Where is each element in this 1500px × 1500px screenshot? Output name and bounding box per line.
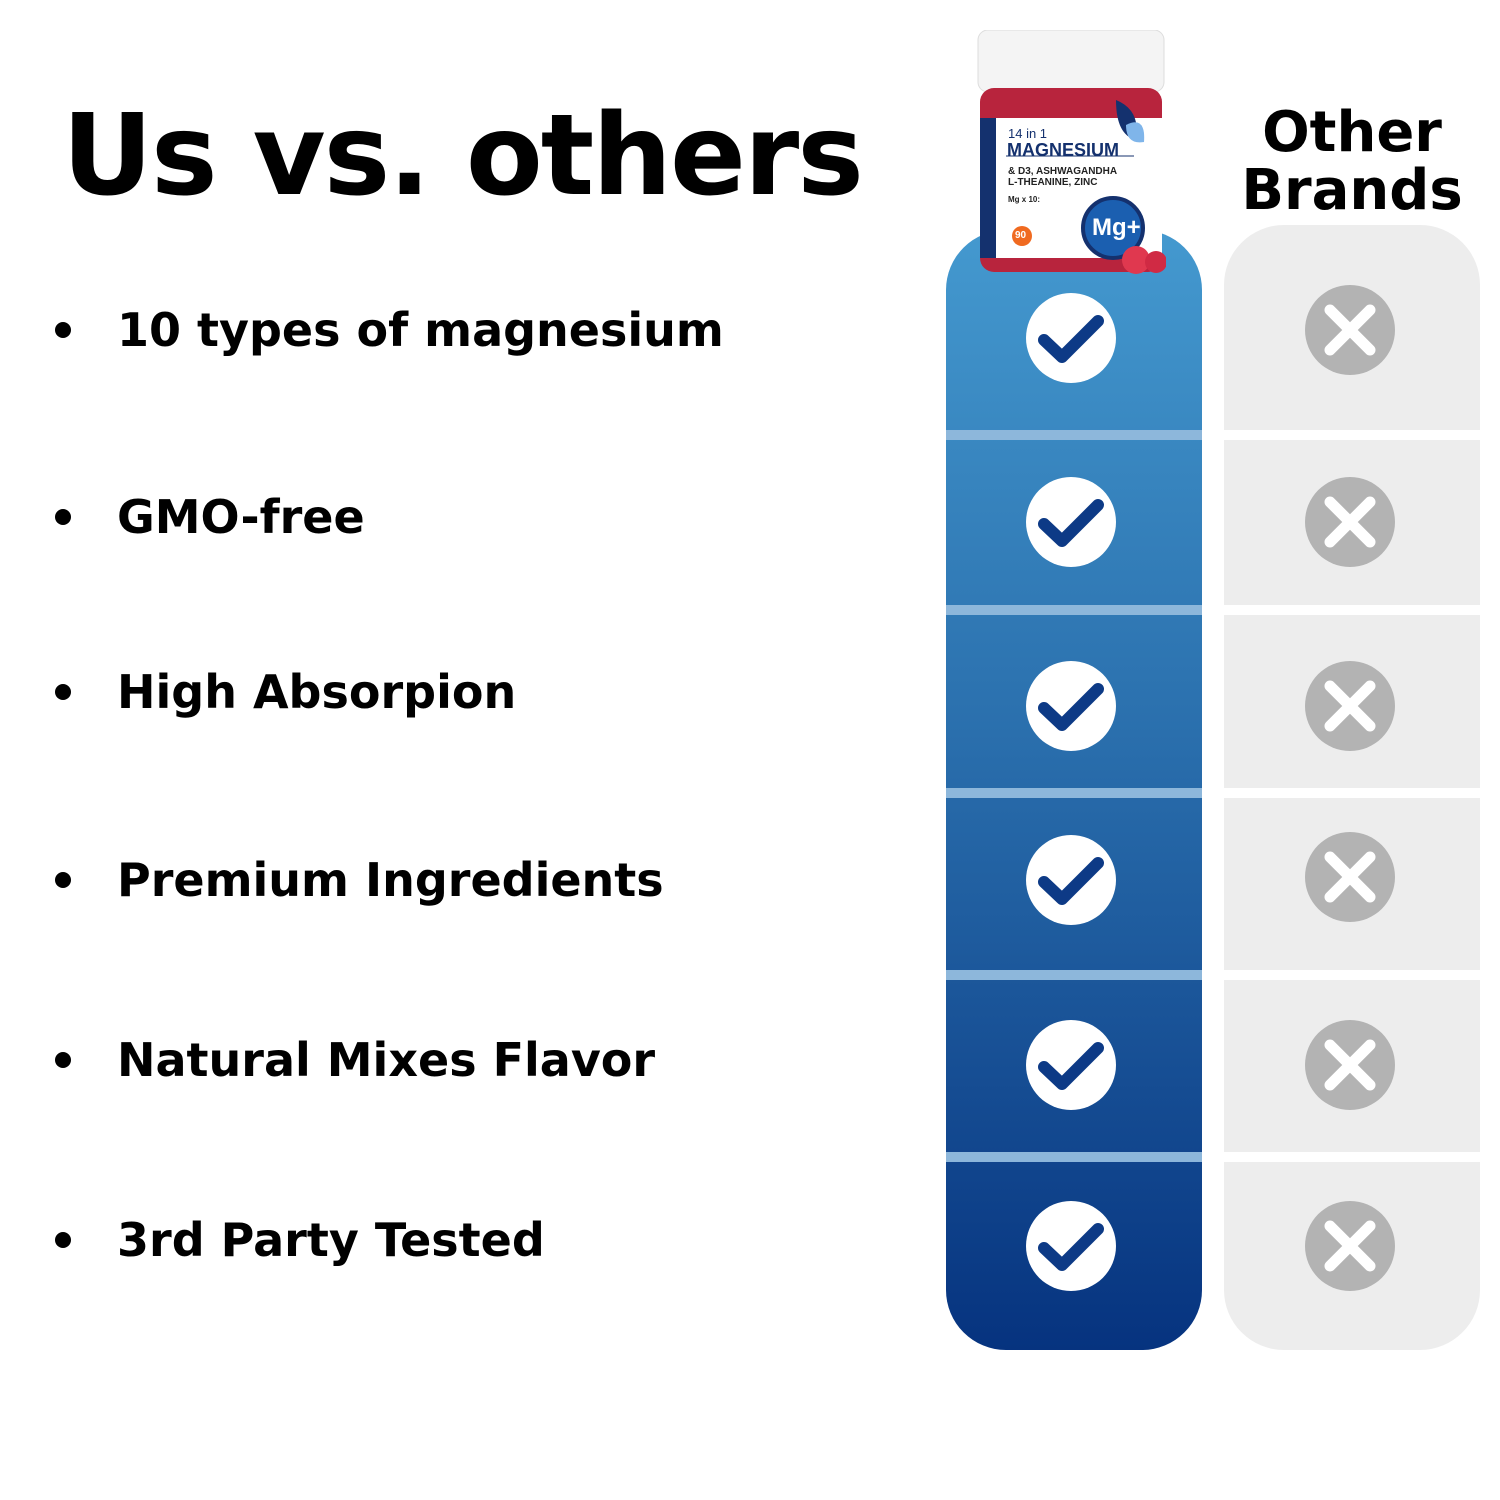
- cross-icon: [1305, 477, 1395, 567]
- feature-item: 3rd Party Tested: [55, 1210, 545, 1270]
- bullet-icon: [55, 509, 71, 525]
- jar-label-magnesium: MAGNESIUM: [1007, 140, 1119, 160]
- feature-item: Premium Ingredients: [55, 850, 664, 910]
- row-divider: [946, 788, 1202, 798]
- feature-item: 10 types of magnesium: [55, 300, 724, 360]
- jar-label-d3-ashwagandha: & D3, ASHWAGANDHA: [1008, 166, 1118, 177]
- bullet-icon: [55, 684, 71, 700]
- feature-label: GMO-free: [117, 490, 365, 544]
- jar-label-mg-x10: Mg x 10:: [1008, 195, 1041, 204]
- jar-label-theanine-zinc: L-THEANINE, ZINC: [1008, 177, 1098, 188]
- other-brands-heading: Other Brands: [1241, 100, 1463, 223]
- check-icon: [1026, 835, 1116, 925]
- cross-icon: [1305, 661, 1395, 751]
- cross-icon: [1305, 285, 1395, 375]
- page-title: Us vs. others: [62, 91, 864, 221]
- feature-label: 3rd Party Tested: [117, 1213, 545, 1267]
- row-divider: [1224, 430, 1480, 440]
- cross-icon: [1305, 1201, 1395, 1291]
- cross-icon: [1305, 1020, 1395, 1110]
- bullet-icon: [55, 1232, 71, 1248]
- row-divider: [946, 430, 1202, 440]
- check-icon: [1026, 1201, 1116, 1291]
- row-divider: [1224, 605, 1480, 615]
- row-divider: [1224, 788, 1480, 798]
- jar-graphic: [977, 30, 1166, 274]
- check-icon: [1026, 661, 1116, 751]
- feature-item: Natural Mixes Flavor: [55, 1030, 655, 1090]
- jar-label-count: 90: [1015, 230, 1027, 241]
- check-icon: [1026, 1020, 1116, 1110]
- row-divider: [946, 605, 1202, 615]
- feature-label: Natural Mixes Flavor: [117, 1033, 656, 1087]
- row-divider: [1224, 970, 1480, 980]
- row-divider: [1224, 1152, 1480, 1162]
- bullet-icon: [55, 872, 71, 888]
- feature-label: High Absorpion: [117, 665, 517, 719]
- check-icon: [1026, 477, 1116, 567]
- feature-label: 10 types of magnesium: [117, 303, 724, 357]
- jar-label-mg-plus: Mg+: [1092, 214, 1141, 241]
- bullet-icon: [55, 322, 71, 338]
- feature-item: High Absorpion: [55, 662, 516, 722]
- feature-item: GMO-free: [55, 487, 365, 547]
- row-divider: [946, 970, 1202, 980]
- feature-label: Premium Ingredients: [117, 853, 664, 907]
- cross-icon: [1305, 832, 1395, 922]
- us-column: [946, 230, 1202, 1350]
- check-icon: [1026, 293, 1116, 383]
- product-jar-image: 14 in 1 MAGNESIUM & D3, ASHWAGANDHA L-TH…: [976, 30, 1166, 275]
- other-brands-column: [1224, 225, 1480, 1350]
- jar-label-14in1: 14 in 1: [1008, 126, 1048, 141]
- row-divider: [946, 1152, 1202, 1162]
- bullet-icon: [55, 1052, 71, 1068]
